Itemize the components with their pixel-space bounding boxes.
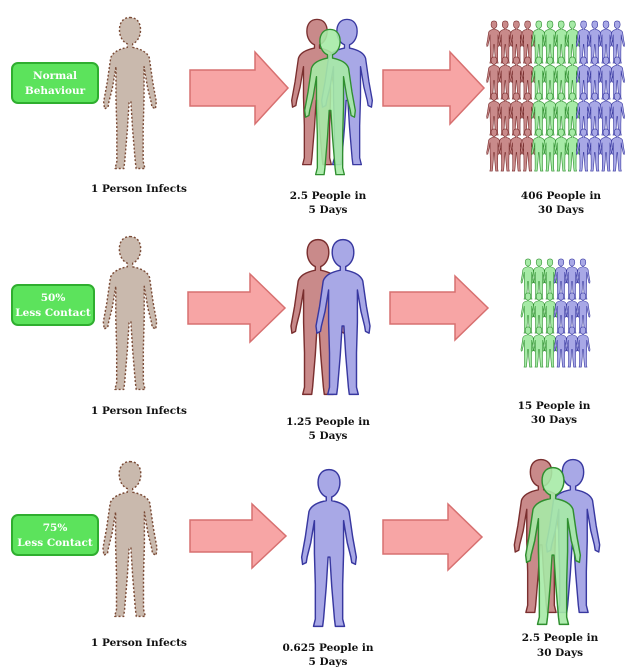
crowd-person-icon — [609, 128, 625, 172]
source-caption: 1 Person Infects — [91, 183, 187, 195]
badge-line: 75% — [43, 522, 68, 534]
mid-caption: 5 Days — [309, 656, 348, 668]
badge-box — [11, 514, 99, 556]
mid-caption: 5 Days — [309, 204, 348, 216]
mid-caption: 2.5 People in — [290, 190, 367, 202]
mid-group — [290, 18, 374, 176]
person-icon-blue — [300, 468, 358, 628]
scenario-badge: Normal Behaviour — [11, 62, 99, 104]
infected-person-icon — [102, 16, 158, 170]
mid-caption: 0.625 People in — [282, 642, 373, 654]
scenario-badge: 50% Less Contact — [11, 284, 95, 326]
spread-arrow-icon — [189, 50, 290, 126]
end-caption: 30 Days — [531, 414, 577, 426]
source-caption: 1 Person Infects — [91, 405, 187, 417]
end-group — [513, 458, 601, 626]
badge-box — [11, 62, 99, 104]
spread-arrow-icon — [382, 502, 484, 572]
mid-group — [290, 238, 371, 396]
mid-caption: 1.25 People in — [286, 416, 370, 428]
end-caption: 406 People in — [521, 190, 602, 202]
row-50-less-contact: 50% Less Contact 1 Person Infects 1.25 P… — [11, 235, 591, 442]
crowd-15 — [520, 258, 591, 368]
badge-line: Less Contact — [17, 537, 93, 549]
infected-person-icon — [102, 235, 158, 391]
end-caption: 30 Days — [537, 647, 583, 659]
spread-arrow-icon — [382, 50, 486, 126]
row-normal-behaviour: Normal Behaviour 1 Person Infects 2.5 Pe… — [11, 16, 625, 216]
scenario-badge: 75% Less Contact — [11, 514, 99, 556]
badge-line: Behaviour — [25, 85, 86, 97]
spread-arrow-icon — [189, 502, 288, 570]
end-caption: 15 People in — [518, 400, 591, 412]
spread-arrow-icon — [389, 274, 490, 342]
end-caption: 2.5 People in — [522, 632, 599, 644]
badge-line: 50% — [41, 292, 66, 304]
infected-person-icon — [102, 460, 158, 618]
badge-line: Less Contact — [15, 307, 91, 319]
source-caption: 1 Person Infects — [91, 637, 187, 649]
crowd-person-icon — [575, 326, 591, 368]
mid-caption: 5 Days — [309, 430, 348, 442]
end-caption: 30 Days — [538, 204, 584, 216]
row-75-less-contact: 75% Less Contact 1 Person Infects 0.625 … — [11, 458, 601, 668]
crowd-406 — [486, 20, 625, 172]
spread-arrow-icon — [187, 272, 287, 344]
badge-box — [11, 284, 95, 326]
badge-line: Normal — [33, 70, 77, 82]
